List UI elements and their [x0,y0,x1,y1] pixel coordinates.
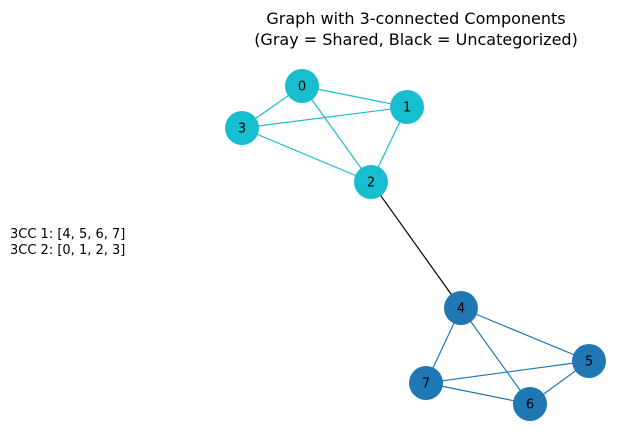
title-line-1: Graph with 3-connected Components [266,9,565,28]
edge-5-7 [425,360,590,384]
node-circle-0 [285,69,319,103]
node-circle-3 [225,111,259,145]
node-label-3: 3 [238,122,246,137]
node-1: 1 [390,90,424,124]
node-label-1: 1 [403,101,411,116]
node-circle-4 [444,291,478,325]
node-circle-7 [409,366,443,400]
title-line-2: (Gray = Shared, Black = Uncategorized) [254,30,578,49]
node-circle-1 [390,90,424,124]
node-label-7: 7 [422,377,430,392]
node-0: 0 [285,69,319,103]
node-7: 7 [409,366,443,400]
node-5: 5 [572,344,606,378]
node-label-4: 4 [457,302,465,317]
node-2: 2 [354,165,388,199]
node-label-0: 0 [298,80,306,95]
node-label-6: 6 [526,398,534,413]
edge-4-5 [460,307,590,362]
edge-0-1 [301,85,408,108]
node-label-2: 2 [367,176,375,191]
edge-0-2 [301,85,372,183]
nodes-layer: 0 1 2 3 4 5 6 7 [225,69,606,421]
node-circle-6 [513,387,547,421]
node-circle-5 [572,344,606,378]
node-4: 4 [444,291,478,325]
edge-6-7 [425,382,531,405]
component-list-item-1: 3CC 1: [4, 5, 6, 7] [10,227,125,242]
edge-2-3 [241,127,372,183]
node-6: 6 [513,387,547,421]
edge-4-6 [460,307,531,405]
edge-1-3 [241,106,408,129]
node-label-5: 5 [585,355,593,370]
node-3: 3 [225,111,259,145]
node-circle-2 [354,165,388,199]
edge-2-4 [370,181,462,309]
component-list-item-2: 3CC 2: [0, 1, 2, 3] [10,243,125,258]
